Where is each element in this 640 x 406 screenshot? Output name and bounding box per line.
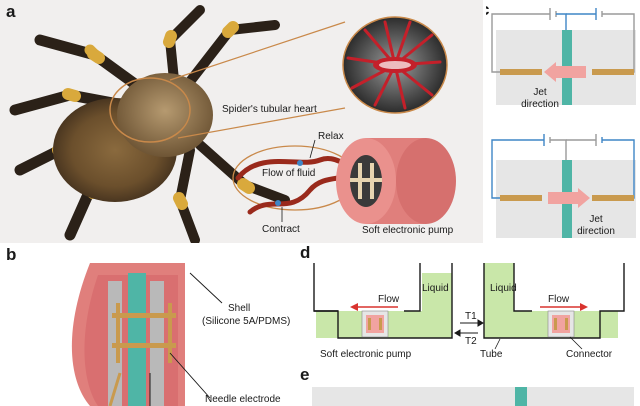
reservoir-system-right (483, 263, 625, 339)
circuit-top (491, 8, 636, 105)
tube-label: Tube (480, 349, 503, 360)
flow-right-label: Flow (548, 294, 570, 305)
connector-label: Connector (566, 349, 613, 360)
panel-c-illustration (491, 8, 636, 238)
reservoir-system-left (313, 263, 453, 339)
pump-label-d: Soft electronic pump (320, 349, 412, 360)
panel-c: c Jet direction Jet direction (486, 0, 640, 243)
shell-label-line1: Shell (228, 303, 251, 314)
t2-label: T2 (465, 336, 477, 347)
pump-cross-section (71, 263, 185, 406)
shell-label-line2: (Silicone 5A/PDMS) (202, 316, 291, 327)
relax-label: Relax (318, 131, 344, 142)
panel-b-letter: b (6, 245, 17, 264)
transition-arrows (454, 319, 484, 337)
panel-e-illustration (312, 387, 634, 406)
panel-e: e (300, 365, 640, 406)
soft-pump-illustration (336, 138, 456, 224)
spider-cephalothorax (117, 73, 213, 157)
jet-direction-top-line2: direction (521, 99, 559, 110)
jet-direction-bottom-line1: Jet (589, 214, 603, 225)
liquid-right-label: Liquid (490, 283, 517, 294)
needle-electrode-label: Needle electrode (205, 394, 281, 405)
jet-direction-bottom-line2: direction (577, 226, 615, 237)
t1-label: T1 (465, 311, 477, 322)
panel-d-illustration (313, 263, 625, 350)
heart-closeup (342, 16, 448, 114)
flow-left-label: Flow (378, 294, 400, 305)
contract-label: Contract (262, 224, 300, 235)
panel-c-letter: c (486, 0, 489, 20)
panel-d: d Liquid Liquid Flow Flow T1 T2 Soft ele… (300, 243, 640, 365)
panel-e-letter: e (300, 365, 310, 384)
pump-label: Soft electronic pump (362, 225, 454, 236)
panel-b: b Shell (Silicone 5A/PDMS) Needle electr… (0, 243, 300, 406)
circuit-bottom (491, 134, 636, 238)
panel-d-letter: d (300, 243, 311, 262)
liquid-left-label: Liquid (422, 283, 449, 294)
heart-label: Spider's tubular heart (222, 104, 317, 115)
panel-a-illustration (9, 5, 456, 243)
flow-label: Flow of fluid (262, 168, 316, 179)
jet-direction-top-line1: Jet (533, 87, 547, 98)
panel-b-illustration (71, 263, 223, 406)
heart-location-marker (109, 77, 191, 143)
panel-a: a Spider's tubular heart Relax Flow of f… (0, 0, 483, 243)
panel-a-letter: a (6, 2, 16, 21)
